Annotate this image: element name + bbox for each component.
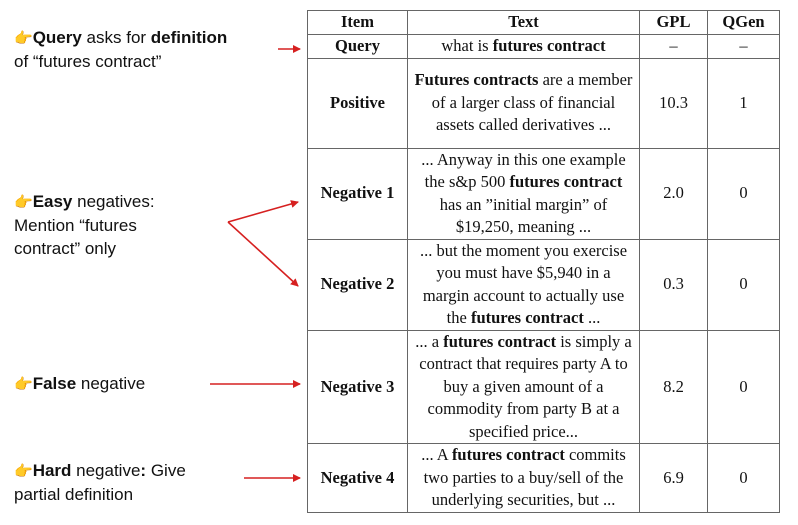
row-text: ... a futures contract is simply a contr…: [407, 329, 640, 444]
table-row: Negative 2... but the moment you exercis…: [307, 238, 780, 331]
header-text: Text: [407, 10, 640, 35]
row-text: ... A futures contract commits two parti…: [407, 443, 640, 513]
text-segment: ... but the moment you exercise you must…: [419, 240, 628, 328]
annotation-bold: definition: [150, 28, 228, 47]
annotation-text: negatives:: [72, 192, 155, 211]
row-qgen-score: 0: [707, 238, 780, 331]
header-gpl: GPL: [639, 10, 708, 35]
arrow-easy-negative-2: [227, 221, 299, 287]
text-segment: ... A: [421, 445, 452, 464]
row-item-label: Negative 1: [307, 147, 408, 240]
text-segment: what is: [441, 36, 493, 55]
row-text: ... but the moment you exercise you must…: [407, 238, 640, 331]
pointing-hand-icon: 👉: [14, 463, 33, 480]
text-segment: commits two parties to a buy/sell of the…: [423, 445, 626, 509]
bold-phrase: futures contract: [509, 172, 623, 191]
row-qgen-score: 0: [707, 147, 780, 240]
annotation-bold: False: [32, 374, 77, 393]
annotation-query: 👉Query asks for definition of “futures c…: [14, 26, 227, 73]
pointing-hand-icon: 👉: [14, 194, 33, 211]
row-item-label: Negative 4: [307, 443, 408, 513]
table-row: Negative 3... a futures contract is simp…: [307, 329, 780, 444]
row-gpl-score: 2.0: [639, 147, 708, 240]
text-segment: has an ”initial margin” of $19,250, mean…: [439, 194, 608, 237]
row-qgen-score: 0: [707, 329, 780, 444]
row-item-label: Positive: [307, 57, 408, 149]
bold-phrase: futures contract: [492, 36, 606, 55]
row-qgen-score: 1: [707, 57, 780, 149]
annotation-bold: Hard: [32, 461, 72, 480]
row-item-label: Negative 3: [307, 329, 408, 444]
annotation-hard-negative: 👉Hard negative: Give partial definition: [14, 459, 186, 506]
row-gpl-score: 0.3: [639, 238, 708, 331]
annotation-bold: Query: [32, 28, 82, 47]
annotation-bold: Easy: [32, 192, 73, 211]
row-gpl-score: 6.9: [639, 443, 708, 513]
bold-phrase: futures contract: [443, 331, 557, 351]
annotation-false-negative: 👉False negative: [14, 372, 145, 396]
header-qgen: QGen: [707, 10, 780, 35]
text-segment: ...: [583, 308, 601, 327]
bold-phrase: futures contract: [451, 445, 565, 464]
text-segment: are a member of a larger class of financ…: [431, 70, 633, 135]
header-item: Item: [307, 10, 408, 35]
table-row: Negative 1 ... Anyway in this one example…: [307, 147, 780, 240]
annotation-text: negative: [71, 461, 141, 480]
pointing-hand-icon: 👉: [14, 30, 33, 47]
annotation-text: negative: [76, 374, 146, 393]
annotation-text: of “futures contract”: [14, 52, 162, 71]
row-item-label: Negative 2: [307, 238, 408, 331]
row-text: what is futures contract: [407, 34, 640, 59]
table-row: Negative 4... A futures contract commits…: [307, 443, 780, 513]
row-gpl-score: 8.2: [639, 329, 708, 444]
row-qgen-score: 0: [707, 443, 780, 513]
text-segment: ... Anyway in this one example the s&p 5…: [421, 149, 626, 192]
row-text: ... Anyway in this one example the s&p 5…: [407, 147, 640, 240]
table-header-row: Item Text GPL QGen: [307, 10, 780, 35]
annotation-text: Give: [146, 461, 186, 480]
arrow-easy-negative-1: [227, 200, 299, 223]
annotation-text: Mention “futures: [14, 216, 137, 235]
annotation-text: contract” only: [14, 239, 117, 258]
annotation-text: asks for: [81, 28, 151, 47]
row-item-label: Query: [307, 34, 408, 59]
text-segment: ... a: [415, 331, 444, 351]
bold-phrase: Futures contracts: [414, 70, 539, 90]
row-gpl-score: 10.3: [639, 57, 708, 149]
annotation-text: partial definition: [14, 485, 134, 504]
row-text: Futures contracts are a member of a larg…: [407, 57, 640, 149]
text-segment: is simply a contract that requires party…: [419, 331, 632, 441]
annotation-bold: :: [140, 461, 147, 480]
pointing-hand-icon: 👉: [14, 376, 33, 393]
row-qgen-score: –: [707, 34, 780, 59]
annotation-easy-negatives: 👉Easy negatives: Mention “futures contra…: [14, 190, 155, 260]
row-gpl-score: –: [639, 34, 708, 59]
bold-phrase: futures contract: [470, 308, 584, 327]
